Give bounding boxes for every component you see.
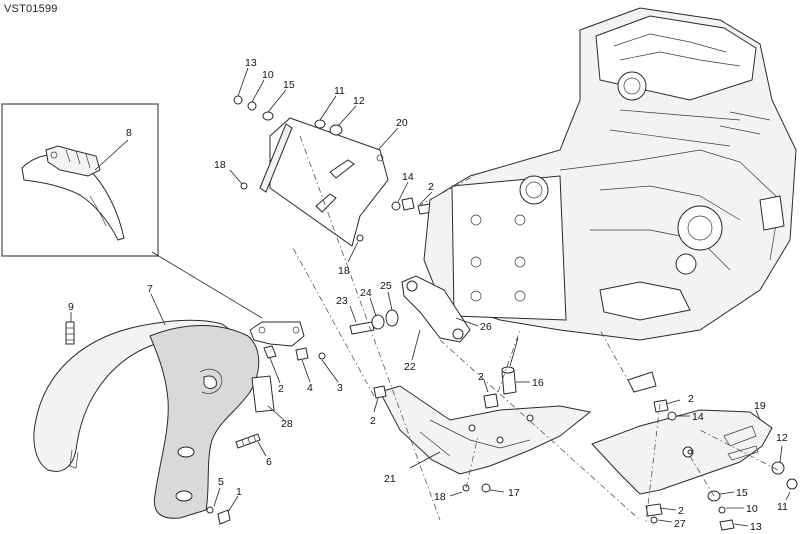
callout-2-right: 2 xyxy=(688,393,694,405)
callout-25: 25 xyxy=(380,280,392,292)
callout-16: 16 xyxy=(532,377,544,389)
belly-pan-right xyxy=(591,409,773,495)
belly-pan-fasteners xyxy=(373,379,505,497)
callout-2-sensor: 2 xyxy=(478,371,484,383)
callout-28: 28 xyxy=(281,418,293,430)
callout-14-top: 14 xyxy=(402,171,414,183)
callout-27: 27 xyxy=(674,518,686,530)
callout-18-bottom: 18 xyxy=(434,491,446,503)
inset-leader xyxy=(151,251,263,319)
callout-9: 9 xyxy=(68,301,74,313)
callout-11-right: 11 xyxy=(777,501,788,513)
small-parts-left xyxy=(65,312,285,457)
callout-12-top: 12 xyxy=(353,95,365,107)
callout-2-top: 2 xyxy=(428,181,434,193)
callout-15-right: 15 xyxy=(736,487,748,499)
inset-detail-box xyxy=(1,103,159,257)
right-fasteners xyxy=(627,371,798,531)
engine-block xyxy=(423,7,797,341)
callout-12-right: 12 xyxy=(776,432,788,444)
lower-plate-bolt xyxy=(347,234,364,263)
callout-3: 3 xyxy=(337,382,343,394)
callout-8: 8 xyxy=(126,127,132,139)
callout-20: 20 xyxy=(396,117,408,129)
callout-2-pan: 2 xyxy=(370,415,376,427)
assembly-lines xyxy=(291,135,779,523)
callout-26: 26 xyxy=(480,321,492,333)
callout-23: 23 xyxy=(336,295,348,307)
callout-2-bottom: 2 xyxy=(678,505,684,517)
callout-6: 6 xyxy=(266,456,272,468)
plate-bolts xyxy=(229,67,287,190)
callout-labels: 8 9 7 2 4 3 28 6 5 1 13 10 15 18 11 12 2… xyxy=(68,57,788,533)
belly-pan-left xyxy=(379,385,592,475)
callout-18-mid: 18 xyxy=(338,265,350,277)
callout-15-top: 15 xyxy=(283,79,295,91)
engine-bracket xyxy=(401,275,479,361)
callout-18-top: 18 xyxy=(214,159,226,171)
front-fender xyxy=(33,293,260,519)
callout-22: 22 xyxy=(404,361,416,373)
fender-bracket xyxy=(249,321,339,384)
callout-24: 24 xyxy=(360,287,372,299)
callout-14-right: 14 xyxy=(692,411,704,423)
callout-19: 19 xyxy=(754,400,766,412)
callout-13-right: 13 xyxy=(750,521,762,533)
callout-10-right: 10 xyxy=(746,503,758,515)
callout-21: 21 xyxy=(384,473,396,485)
callout-5: 5 xyxy=(218,476,224,488)
callout-7: 7 xyxy=(147,283,153,295)
callout-1: 1 xyxy=(236,486,242,498)
callout-2-fender: 2 xyxy=(278,383,284,395)
sensor xyxy=(501,337,530,395)
callout-10-top: 10 xyxy=(262,69,274,81)
mounting-plate xyxy=(259,117,399,247)
callout-17: 17 xyxy=(508,487,520,499)
callout-13-top: 13 xyxy=(245,57,257,69)
drawing-code: VST01599 xyxy=(4,3,58,15)
callout-11-top: 11 xyxy=(334,85,345,97)
fender-screws xyxy=(206,487,239,525)
upper-mount-bolts xyxy=(314,95,357,136)
callout-4: 4 xyxy=(307,382,313,394)
bracket-bolt-stack xyxy=(349,291,399,335)
engine-side-fasteners xyxy=(391,181,433,215)
